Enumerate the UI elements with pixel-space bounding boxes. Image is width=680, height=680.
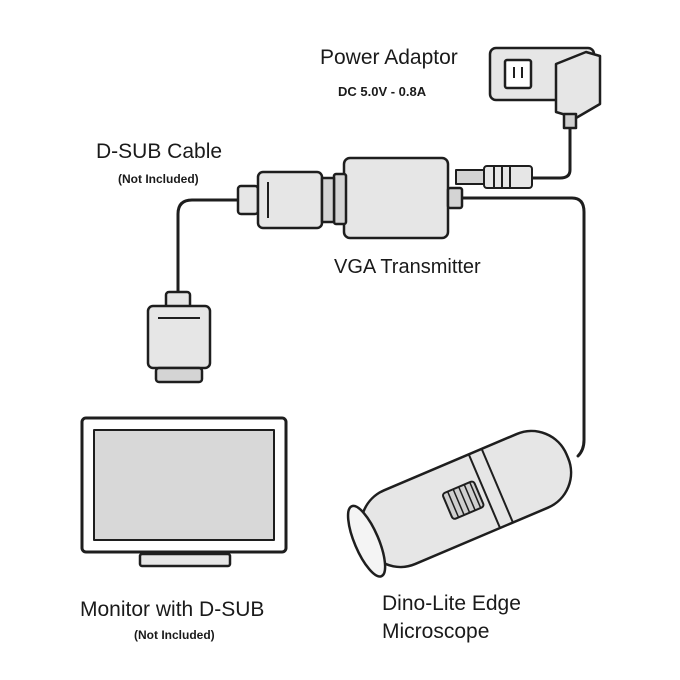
d-sub-connector-icon: [236, 170, 336, 230]
vga-transmitter-label: VGA Transmitter: [334, 256, 481, 278]
d-sub-cable-label: D-SUB Cable: [96, 140, 223, 163]
monitor-note-label: (Not Included): [134, 628, 215, 642]
d-sub-cable: [176, 198, 242, 298]
d-sub-note-label: (Not Included): [118, 172, 199, 186]
microscope-label-line1: Dino-Lite Edge: [382, 592, 521, 615]
power-spec-label: DC 5.0V - 0.8A: [338, 84, 427, 99]
microscope-label-line2: Microscope: [382, 620, 490, 643]
power-cable: [528, 126, 572, 180]
power-adaptor-icon: [488, 46, 602, 130]
vga-transmitter-icon: [332, 156, 464, 240]
microscope-icon: [346, 429, 573, 578]
d-sub-connector-icon: [146, 290, 212, 384]
microscope-cable: [460, 196, 586, 458]
monitor-label: Monitor with D-SUB: [80, 598, 265, 621]
cables: [176, 126, 586, 458]
power-adaptor-label: Power Adaptor: [320, 46, 458, 69]
monitor-icon: [80, 416, 288, 568]
barrel-plug-icon: [455, 165, 533, 189]
